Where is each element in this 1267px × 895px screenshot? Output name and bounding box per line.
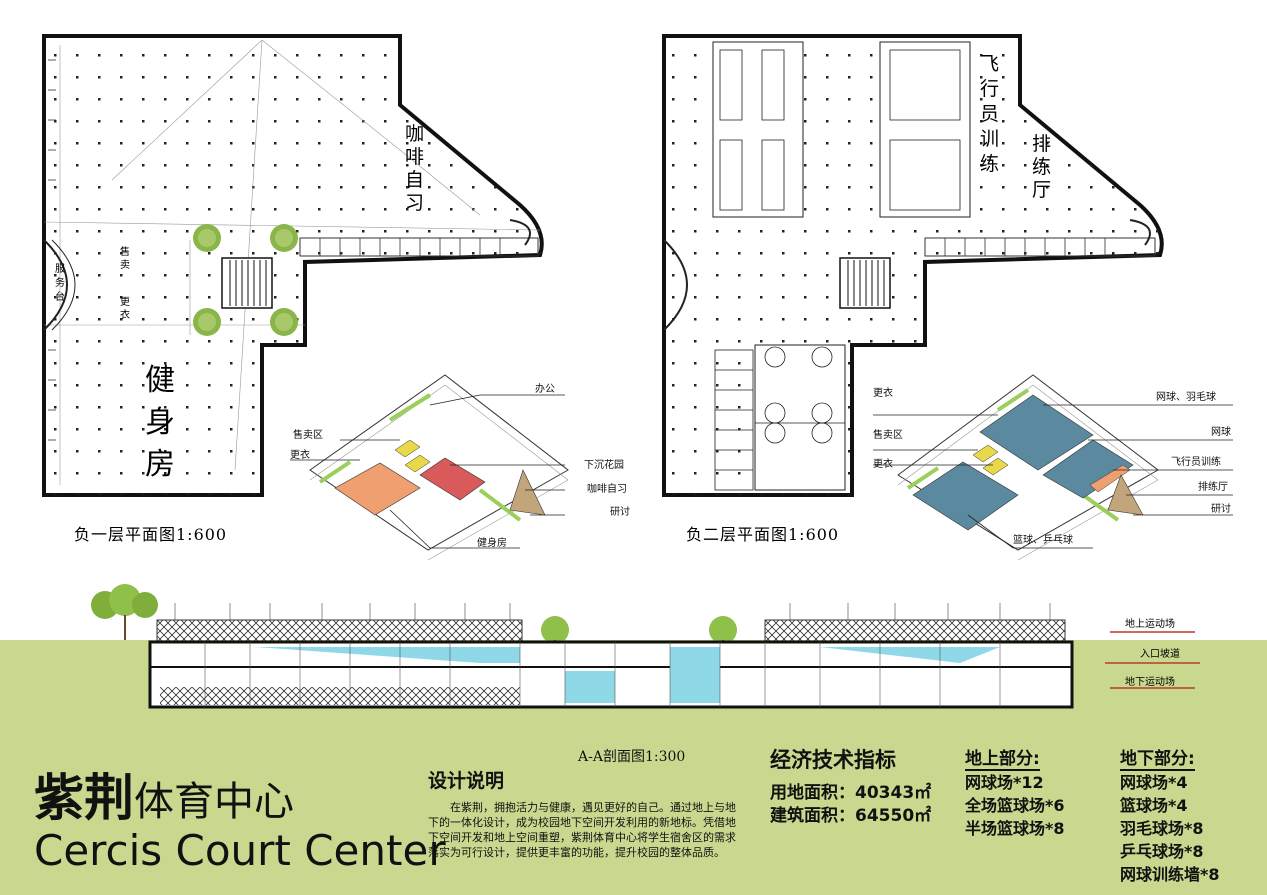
section-drawing: 地上运动场 入口坡道 地下运动场 <box>91 584 1200 709</box>
below-item: 篮球场*4 <box>1120 796 1188 815</box>
axon-right: 更衣 网球、羽毛球 售卖区 网球 更衣 飞行员训练 排练厅 研讨 篮球、乒乓球 <box>873 374 1233 560</box>
plan-left-caption: 负一层平面图1:600 <box>74 525 227 544</box>
below-item: 乒乓球场*8 <box>1120 842 1204 861</box>
svg-text:卖: 卖 <box>120 259 130 271</box>
above-ground-block: 地上部分: 网球场*12 全场篮球场*6 半场篮球场*8 <box>965 744 1065 840</box>
svg-text:研讨: 研讨 <box>1211 503 1231 515</box>
label-cafe-2: 啡 <box>405 146 424 168</box>
svg-text:售: 售 <box>120 245 130 258</box>
title-cn-main: 紫荆 <box>34 769 134 827</box>
title-en: Cercis Court Center <box>34 826 446 875</box>
econ-list: 用地面积：40343㎡ 建筑面积：64550㎡ <box>770 782 931 828</box>
label-cafe-3: 自 <box>405 169 424 191</box>
legend-entrance-ramp: 入口坡道 <box>1140 647 1180 660</box>
svg-text:飞行员训练: 飞行员训练 <box>1171 455 1221 468</box>
svg-text:咖啡自习: 咖啡自习 <box>587 482 627 495</box>
design-heading: 设计说明 <box>428 770 505 792</box>
label-cafe-4: 习 <box>405 192 424 214</box>
svg-text:更衣: 更衣 <box>290 448 310 461</box>
above-item: 网球场*12 <box>965 773 1044 792</box>
label-gym-1: 健 <box>145 363 175 398</box>
design-body: 在紫荆，拥抱活力与健康，遇见更好的自己。通过地上与地下的一体化设计，成为校园地下… <box>428 801 736 859</box>
tree-icon <box>193 224 298 336</box>
label-pilot-3: 员 <box>980 103 999 125</box>
svg-text:办公: 办公 <box>535 382 555 395</box>
svg-text:衣: 衣 <box>120 308 130 321</box>
label-pilot-2: 行 <box>980 78 999 100</box>
below-ground-block: 地下部分: 网球场*4 篮球场*4 羽毛球场*8 乒乓球场*8 网球训练墙*8 <box>1120 744 1220 886</box>
label-pilot-4: 训 <box>980 128 999 150</box>
below-item: 羽毛球场*8 <box>1120 819 1204 838</box>
econ-site-area: 用地面积：40343㎡ <box>770 783 932 803</box>
below-item: 网球场*4 <box>1120 773 1188 792</box>
below-heading: 地下部分: <box>1120 744 1195 771</box>
label-pilot-5: 练 <box>980 153 999 175</box>
econ-heading: 经济技术指标 <box>770 748 896 772</box>
label-rehearsal-3: 厅 <box>1032 179 1051 201</box>
label-gym-2: 身 <box>145 405 175 440</box>
svg-text:健身房: 健身房 <box>477 536 507 549</box>
econ-building-area: 建筑面积：64550㎡ <box>770 806 932 826</box>
label-cafe-1: 咖 <box>405 123 424 145</box>
above-heading: 地上部分: <box>965 744 1040 771</box>
svg-text:网球: 网球 <box>1211 425 1231 438</box>
label-pilot-1: 飞 <box>980 53 999 75</box>
svg-text:台: 台 <box>55 290 65 303</box>
svg-text:研讨: 研讨 <box>610 506 630 518</box>
title-block: 紫荆体育中心 <box>34 758 294 830</box>
section-caption: A-A剖面图1:300 <box>578 749 686 765</box>
above-item: 半场篮球场*8 <box>965 819 1065 838</box>
legend-below-field: 地下运动场 <box>1125 675 1175 688</box>
label-rehearsal-1: 排 <box>1032 133 1051 155</box>
svg-text:更: 更 <box>120 296 130 308</box>
plan-right: 飞 行 员 训 练 排 练 厅 负二层平面图1:600 <box>662 34 1164 544</box>
label-gym-3: 房 <box>145 447 175 482</box>
title-cn-sub: 体育中心 <box>134 779 294 825</box>
plan-right-caption: 负二层平面图1:600 <box>686 525 839 544</box>
legend-above-field: 地上运动场 <box>1125 617 1175 630</box>
svg-text:排练厅: 排练厅 <box>1198 480 1228 493</box>
axon-left: 办公 售卖区 更衣 下沉花园 咖啡自习 研讨 健身房 <box>290 374 630 560</box>
svg-text:服: 服 <box>55 263 65 275</box>
svg-text:务: 务 <box>55 276 65 289</box>
svg-text:更衣: 更衣 <box>873 386 893 399</box>
plan-left: 咖 啡 自 习 健 身 房 服务台 售卖 更衣 负一层平面图1:600 <box>42 34 544 544</box>
label-rehearsal-2: 练 <box>1032 156 1051 178</box>
svg-text:更衣: 更衣 <box>873 457 893 470</box>
svg-text:售卖区: 售卖区 <box>873 428 903 441</box>
above-item: 全场篮球场*6 <box>965 796 1065 815</box>
svg-text:售卖区: 售卖区 <box>293 428 323 441</box>
svg-text:网球、羽毛球: 网球、羽毛球 <box>1156 390 1216 403</box>
svg-text:篮球、乒乓球: 篮球、乒乓球 <box>1013 533 1073 546</box>
below-item: 网球训练墙*8 <box>1120 865 1220 884</box>
tree-icon <box>91 584 737 660</box>
svg-text:下沉花园: 下沉花园 <box>584 458 624 471</box>
